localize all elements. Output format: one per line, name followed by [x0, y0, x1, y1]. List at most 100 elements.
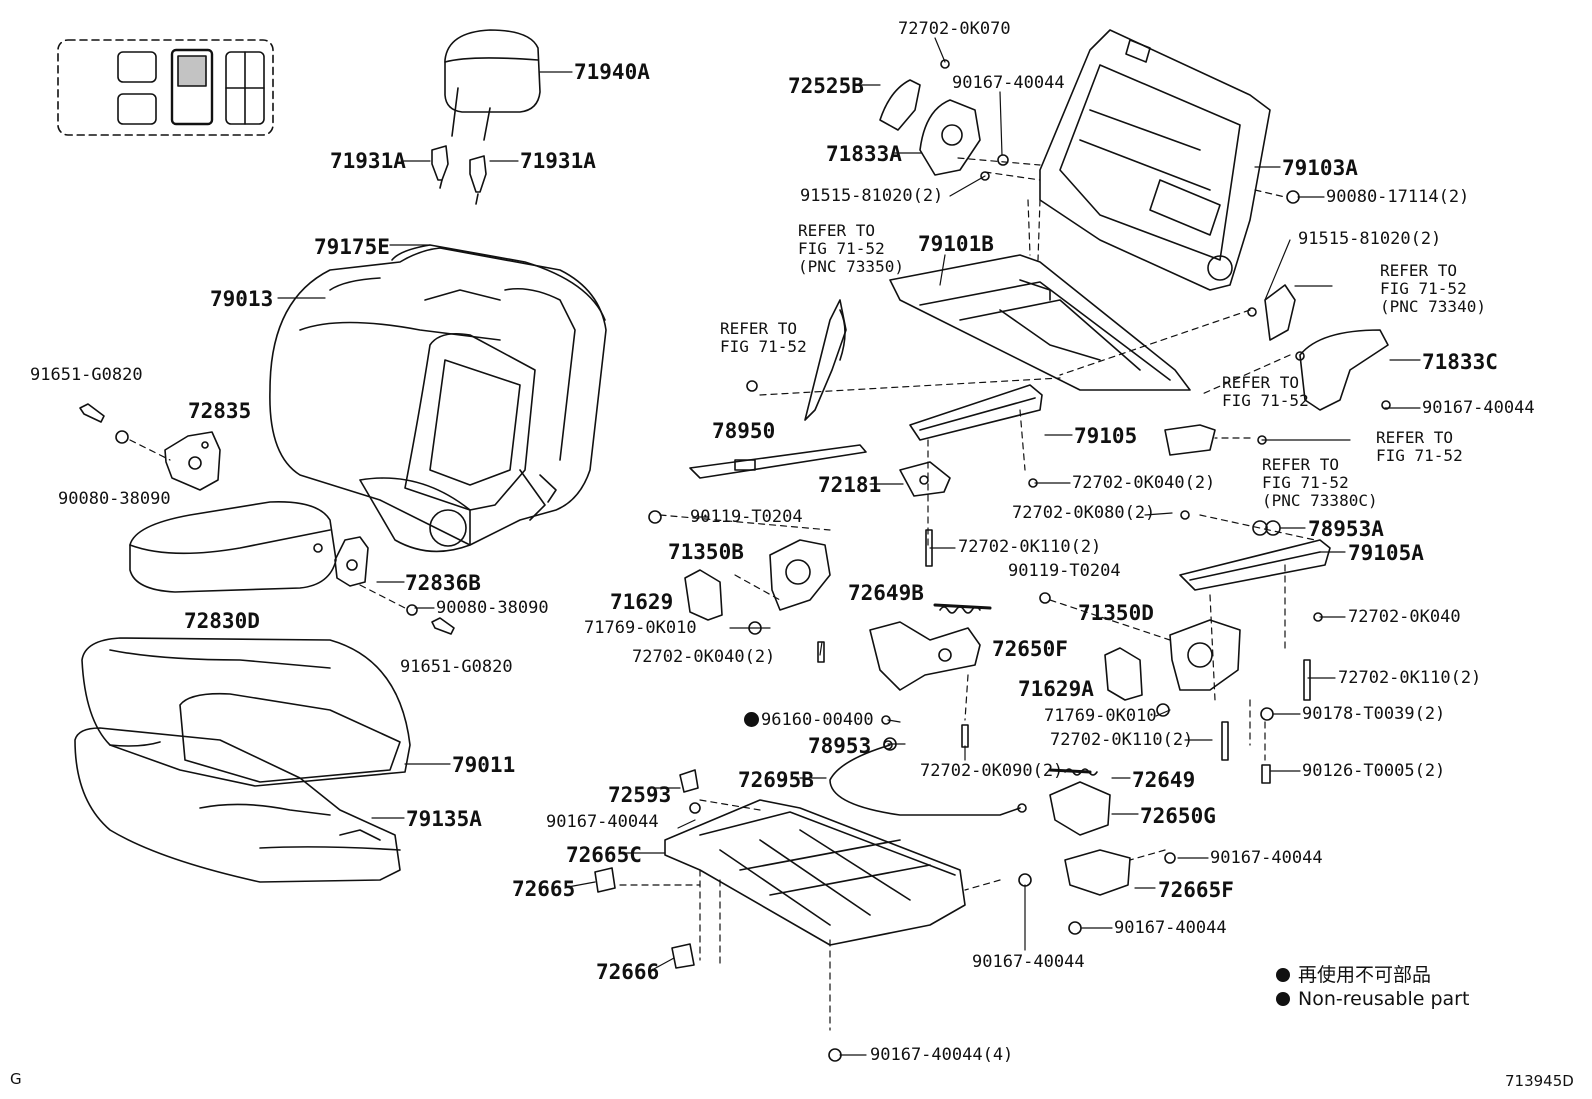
refer-note-fig-71-52-left: REFER TO FIG 71-52 — [720, 319, 807, 356]
refer-note-pnc-73340: REFER TO FIG 71-52 (PNC 73340) — [1380, 261, 1486, 316]
part-label-90178-T0039: 90178-T0039(2) — [1302, 704, 1446, 724]
part-label-72702-0K040-upper: 72702-0K040(2) — [1072, 473, 1216, 493]
part-label-79175E: 79175E — [314, 235, 390, 259]
part-label-72525B: 72525B — [788, 74, 864, 98]
part-label-91651-G0820-bottom: 91651-G0820 — [400, 657, 513, 677]
part-label-91515-81020-right: 91515-81020(2) — [1298, 229, 1442, 249]
strap-78950-drawing — [689, 444, 867, 479]
legend-english: Non-reusable part — [1276, 988, 1469, 1010]
rail-79105-drawing — [909, 384, 1043, 441]
non-reusable-dot-icon — [1276, 968, 1290, 982]
part-label-71940A: 71940A — [574, 60, 650, 84]
refer-note-fig-71-52-mid: REFER TO FIG 71-52 — [1222, 373, 1309, 410]
part-label-71350D: 71350D — [1078, 601, 1154, 625]
part-label-90167-40044-center: 90167-40044 — [546, 812, 659, 832]
part-label-79103A: 79103A — [1282, 156, 1358, 180]
bracket-72836B-drawing — [334, 536, 369, 587]
part-label-91515-81020-left: 91515-81020(2) — [800, 186, 944, 206]
non-reusable-dot-icon — [1276, 992, 1290, 1006]
part-label-72593: 72593 — [608, 783, 672, 807]
part-label-90167-40044-top: 90167-40044 — [952, 73, 1065, 93]
seat-cushion-drawing — [74, 637, 411, 883]
leader-lines — [277, 37, 1421, 1056]
lock-72650G-drawing — [1048, 768, 1111, 836]
cover-72665-drawing — [594, 867, 616, 893]
part-label-72702-0K110-right: 72702-0K110(2) — [1338, 668, 1482, 688]
part-label-72702-0K070: 72702-0K070 — [898, 19, 1011, 39]
hinge-71833A-drawing — [919, 99, 981, 176]
part-label-90167-40044-right-low: 90167-40044 — [1114, 918, 1227, 938]
seat-belt-right-drawing — [1164, 284, 1389, 456]
part-label-90080-38090-left: 90080-38090 — [58, 489, 171, 509]
part-label-96160-00400: 96160-00400 — [744, 711, 874, 729]
part-label-72650G: 72650G — [1140, 804, 1216, 828]
part-label-72665: 72665 — [512, 877, 576, 901]
part-label-91651-G0820-top: 91651-G0820 — [30, 365, 143, 385]
seat-frame-79101B-drawing — [889, 254, 1191, 391]
assembly-guide-lines — [129, 157, 1316, 1031]
part-label-78953A: 78953A — [1308, 517, 1384, 541]
refer-note-pnc-73350: REFER TO FIG 71-52 (PNC 73350) — [798, 221, 904, 276]
armrest-drawing — [129, 501, 337, 593]
lock-72650F-drawing — [869, 603, 992, 691]
non-reusable-dot-icon — [744, 712, 759, 727]
part-label-90080-38090-right: 90080-38090 — [436, 598, 549, 618]
part-label-71833C: 71833C — [1422, 350, 1498, 374]
part-label-72665F: 72665F — [1158, 878, 1234, 902]
part-label-79105: 79105 — [1074, 424, 1138, 448]
part-label-90167-40044-4: 90167-40044(4) — [870, 1045, 1014, 1065]
recliner-71350D-drawing — [1169, 619, 1241, 691]
bracket-72835-drawing — [164, 431, 221, 491]
rail-79105A-drawing — [1179, 520, 1331, 591]
hinge-72525B-drawing — [879, 79, 921, 131]
part-label-72702-0K040-lower: 72702-0K040(2) — [632, 647, 776, 667]
part-label-90126-T0005: 90126-T0005(2) — [1302, 761, 1446, 781]
seat-locator-inset — [57, 39, 274, 136]
part-label-72702-0K080: 72702-0K080(2) — [1012, 503, 1156, 523]
seat-frame-72665C-drawing — [664, 799, 966, 946]
clip-72593-drawing — [679, 769, 699, 793]
part-label-90119-T0204-right: 90119-T0204 — [1008, 561, 1121, 581]
part-label-71629A: 71629A — [1018, 677, 1094, 701]
part-label-71833A: 71833A — [826, 142, 902, 166]
part-label-90119-T0204-left: 90119-T0204 — [690, 507, 803, 527]
part-label-72702-0K090: 72702-0K090(2) — [920, 761, 1064, 781]
part-label-72665C: 72665C — [566, 843, 642, 867]
part-label-79101B: 79101B — [918, 232, 994, 256]
corner-code-left: G — [10, 1070, 22, 1088]
refer-note-pnc-73380c: REFER TO FIG 71-52 (PNC 73380C) — [1262, 455, 1378, 510]
spring-72649-drawing — [1064, 768, 1098, 776]
part-label-72702-0K040-right: 72702-0K040 — [1348, 607, 1461, 627]
legend-japanese: 再使用不可部品 — [1276, 960, 1431, 987]
part-label-72702-0K110-lower: 72702-0K110(2) — [1050, 730, 1194, 750]
part-label-71931A-left: 71931A — [330, 149, 406, 173]
part-label-72181: 72181 — [818, 473, 882, 497]
part-label-78950: 78950 — [712, 419, 776, 443]
recliner-71350B-drawing — [769, 539, 831, 611]
part-label-78953: 78953 — [808, 734, 872, 758]
part-label-72649: 72649 — [1132, 768, 1196, 792]
part-label-90167-40044-right: 90167-40044 — [1422, 398, 1535, 418]
headrest-drawing — [431, 29, 541, 205]
part-label-71769-0K010-right: 71769-0K010 — [1044, 706, 1157, 726]
part-label-71350B: 71350B — [668, 540, 744, 564]
part-label-79013: 79013 — [210, 287, 274, 311]
part-label-72836B: 72836B — [405, 571, 481, 595]
part-label-79135A: 79135A — [406, 807, 482, 831]
part-label-71769-0K010-left: 71769-0K010 — [584, 618, 697, 638]
part-label-71629: 71629 — [610, 590, 674, 614]
part-label-79105A: 79105A — [1348, 541, 1424, 565]
part-label-90167-40044-right-mid: 90167-40044 — [1210, 848, 1323, 868]
cover-71629-drawing — [684, 569, 723, 621]
part-label-72695B: 72695B — [738, 768, 814, 792]
part-label-90167-40044-bottom: 90167-40044 — [972, 952, 1085, 972]
part-label-79011: 79011 — [452, 753, 516, 777]
bolts-left-drawing — [79, 403, 455, 635]
seat-belt-left-drawing — [746, 299, 847, 421]
refer-note-fig-71-52-right: REFER TO FIG 71-52 — [1376, 428, 1463, 465]
part-label-72835: 72835 — [188, 399, 252, 423]
plate-72181-drawing — [899, 461, 951, 497]
bracket-72665F-drawing — [1064, 849, 1131, 896]
